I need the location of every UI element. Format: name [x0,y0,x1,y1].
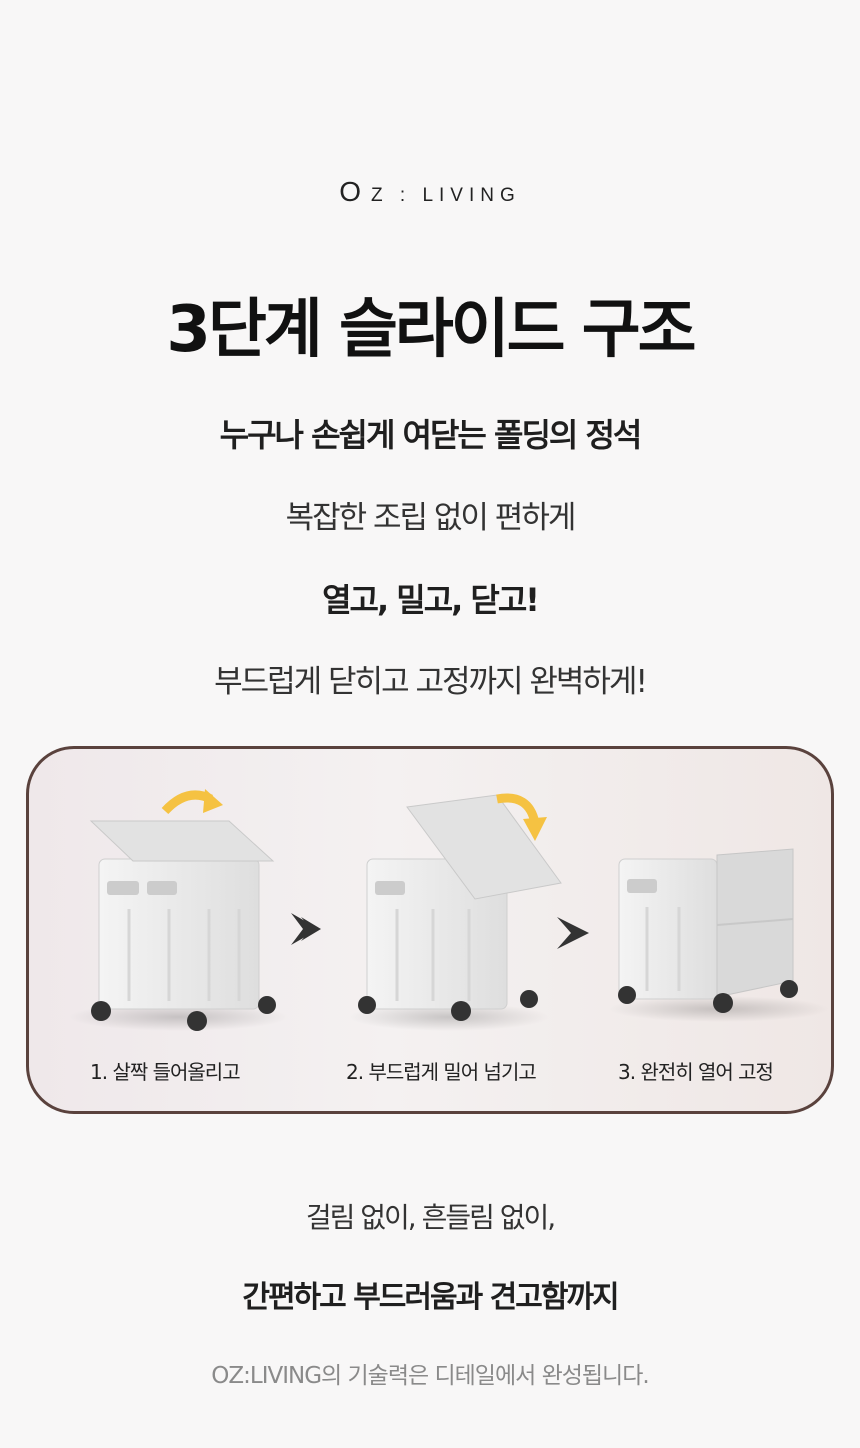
closing-line-3: OZ:LIVING의 기술력은 디테일에서 완성됩니다. [211,1363,649,1389]
chevron-right-icon-2 [557,917,589,949]
brand-logo-z: Z [371,185,389,206]
brand-logo-o: O [339,176,372,207]
closing-line-2: 간편하고 부드러움과 견고함까지 [242,1280,619,1315]
cart-lid-open-icon [609,848,829,1022]
cart-lid-lift-icon [69,789,289,1031]
intro-line-4: 부드럽게 닫히고 고정까지 완벽하게! [214,664,648,700]
brand-logo: OZ : LIVING [0,176,860,208]
steps-panel [26,746,834,1114]
page-title: 3단계 슬라이드 구조 [166,293,696,367]
steps-illustration [69,789,829,1031]
intro-line-2: 복잡한 조립 없이 편하게 [285,500,577,536]
intro-line-3: 열고, 밀고, 닫고! [322,581,540,619]
step-caption-2: 2. 부드럽게 밀어 넘기고 [346,1060,537,1084]
step-caption-1: 1. 살짝 들어올리고 [90,1060,241,1084]
step-caption-3: 3. 완전히 열어 고정 [618,1060,774,1084]
brand-logo-living: : LIVING [388,185,521,206]
cart-lid-slide-icon [349,793,562,1031]
intro-line-1: 누구나 손쉽게 여닫는 폴딩의 정석 [219,416,643,454]
closing-line-1: 걸림 없이, 흔들림 없이, [305,1201,556,1234]
